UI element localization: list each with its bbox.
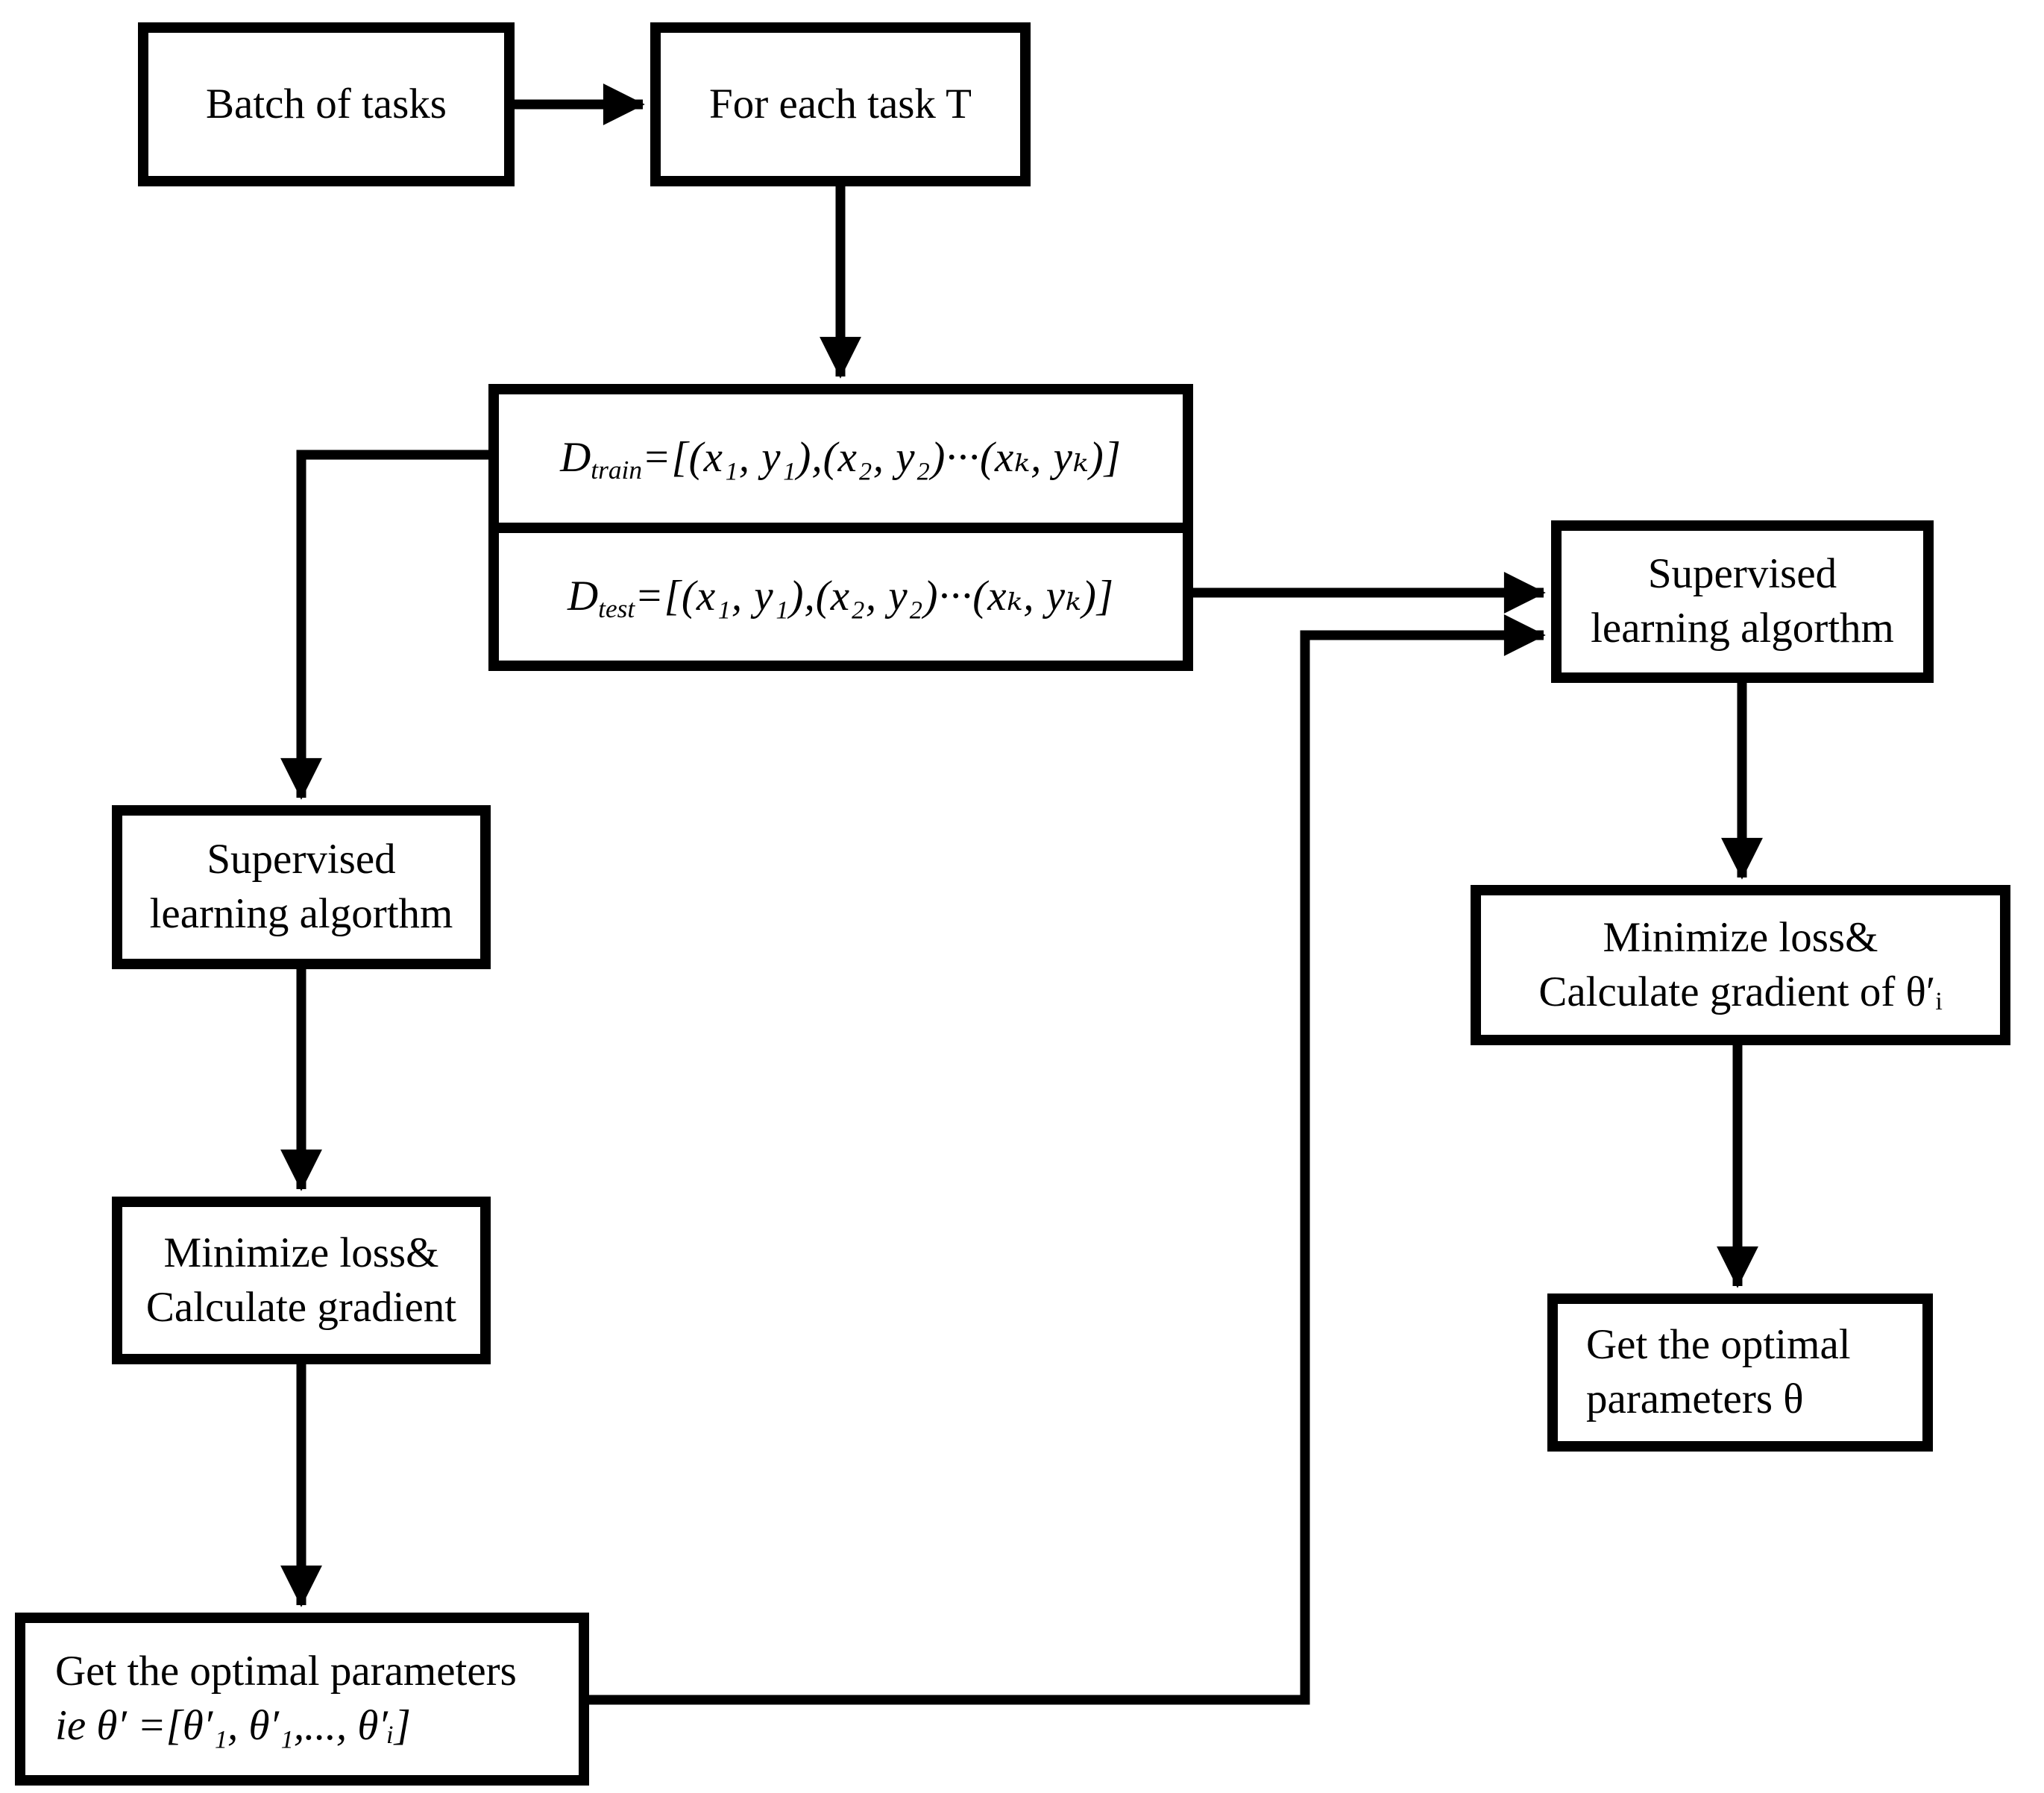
supervised-learning-right-box: Supervised learning algorthm xyxy=(1551,520,1934,683)
supervised-left-line2: learning algorthm xyxy=(149,890,453,937)
d-test-row: Dtest=[(x₁, y₁),(x₂, y₂)···(xₖ, yₖ)] xyxy=(499,533,1183,661)
for-each-task-label: For each task T xyxy=(709,80,972,127)
d-test-expression: =[(x₁, y₁),(x₂, y₂)···(xₖ, yₖ)] xyxy=(635,572,1115,620)
d-test-subscript: test xyxy=(598,593,635,623)
optimal-right-line1: Get the optimal xyxy=(1586,1321,1851,1369)
optimal-left-line1: Get the optimal parameters xyxy=(55,1648,517,1695)
supervised-learning-left-box: Supervised learning algorthm xyxy=(112,805,491,969)
d-train-expression: =[(x₁, y₁),(x₂, y₂)···(xₖ, yₖ)] xyxy=(642,434,1122,482)
batch-of-tasks-box: Batch of tasks xyxy=(138,22,515,186)
minimize-loss-left-box: Minimize loss& Calculate gradient xyxy=(112,1197,491,1364)
minimize-right-line1: Minimize loss& xyxy=(1603,913,1878,961)
minimize-right-line2: Calculate gradient of θ′ᵢ xyxy=(1538,968,1943,1015)
dataset-box: Dtrain=[(x₁, y₁),(x₂, y₂)···(xₖ, yₖ)] Dt… xyxy=(488,384,1193,671)
minimize-loss-right-box: Minimize loss& Calculate gradient of θ′ᵢ xyxy=(1471,885,2010,1045)
for-each-task-box: For each task T xyxy=(650,22,1031,186)
d-train-formula: Dtrain=[(x₁, y₁),(x₂, y₂)···(xₖ, yₖ)] xyxy=(560,431,1122,485)
d-test-symbol: D xyxy=(567,572,599,620)
d-train-subscript: train xyxy=(591,456,643,485)
optimal-parameters-left-box: Get the optimal parameters ie θ′ =[θ′₁, … xyxy=(15,1613,589,1786)
minimize-left-line2: Calculate gradient xyxy=(145,1283,457,1331)
optimal-parameters-right-box: Get the optimal parameters θ xyxy=(1547,1293,1933,1452)
optimal-right-line2: parameters θ xyxy=(1586,1376,1804,1422)
optimal-left-line2: ie θ′ =[θ′₁, θ′₁,..., θ′ᵢ] xyxy=(55,1702,411,1749)
supervised-right-line2: learning algorthm xyxy=(1591,605,1894,652)
batch-of-tasks-label: Batch of tasks xyxy=(206,80,447,127)
d-train-row: Dtrain=[(x₁, y₁),(x₂, y₂)···(xₖ, yₖ)] xyxy=(499,394,1183,533)
arrow-optimal-left-to-supervised-right xyxy=(589,614,1546,1705)
d-test-formula: Dtest=[(x₁, y₁),(x₂, y₂)···(xₖ, yₖ)] xyxy=(567,570,1114,624)
supervised-left-line1: Supervised xyxy=(207,836,396,883)
supervised-right-line1: Supervised xyxy=(1647,550,1837,598)
minimize-left-line1: Minimize loss& xyxy=(163,1229,439,1276)
arrow-data-to-supervised-left xyxy=(280,450,488,800)
d-train-symbol: D xyxy=(560,434,591,482)
